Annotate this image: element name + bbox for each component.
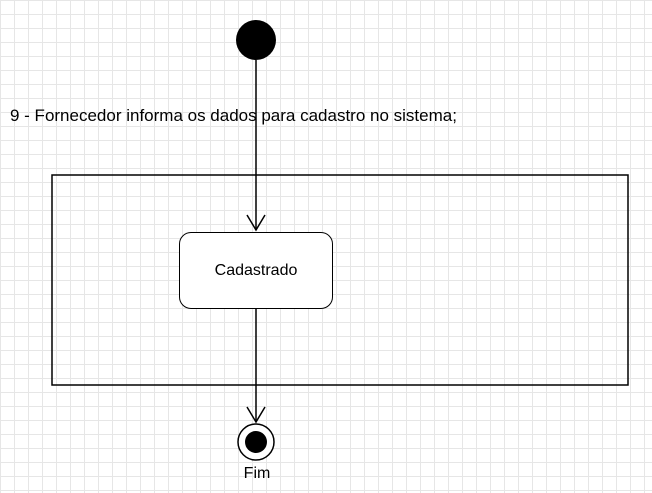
state-cadastrado[interactable]: Cadastrado [179,232,333,309]
final-node-label: Fim [243,465,271,482]
initial-node [236,20,276,60]
transition-label: 9 - Fornecedor informa os dados para cad… [10,106,457,125]
container-frame [51,174,629,386]
arrowhead-out-icon [246,406,266,424]
state-label: Cadastrado [214,261,298,279]
arrowhead-in-icon [246,214,266,232]
final-node-inner [245,431,267,453]
